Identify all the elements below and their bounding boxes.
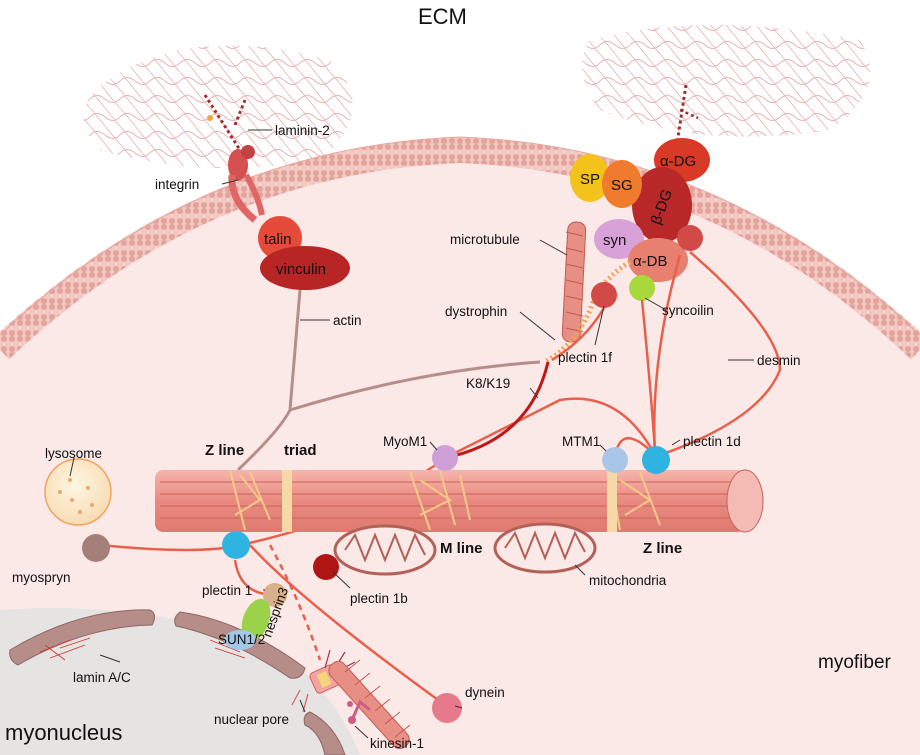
syn-shape: [594, 219, 644, 259]
ecm-mesh: [83, 25, 870, 169]
desmin-label: desmin: [757, 353, 801, 368]
alpha-db-label: α-DB: [633, 253, 668, 270]
dashed-link: [268, 544, 322, 661]
vinculin-shape: [260, 246, 350, 290]
myofibril: [155, 469, 764, 533]
actin-line: [236, 289, 541, 472]
z-line-right-label: Z line: [643, 540, 682, 557]
desmin-node: [677, 225, 703, 251]
sg-shape: [602, 160, 642, 208]
mtm1-node: [602, 447, 628, 473]
mtm1-label: MTM1: [562, 434, 600, 449]
sp-shape: [570, 154, 610, 202]
cytoplasm: [0, 160, 920, 755]
mitochondrion-right: [493, 522, 597, 574]
dynein-label: dynein: [465, 685, 505, 700]
mitochondria-label: mitochondria: [589, 573, 667, 588]
plectin-1f-node: [591, 282, 617, 308]
plectin-1f-label: plectin 1f: [558, 350, 612, 365]
pointer-lines: [69, 129, 754, 739]
integrin-shape: [228, 145, 265, 223]
nuclear-pore-label: nuclear pore: [214, 712, 289, 727]
mitochondrion-left: [333, 524, 437, 576]
sarcolemma-outline: [0, 136, 920, 336]
plectin-cyan-node: [222, 531, 250, 559]
sun12-label: SUN1/2: [218, 632, 265, 647]
m-line-label: M line: [440, 540, 483, 557]
sun12-shape: [224, 630, 256, 650]
actin-label: actin: [333, 313, 362, 328]
myom1-label: MyoM1: [383, 434, 427, 449]
lysosome-label: lysosome: [45, 446, 102, 461]
lysosome-dots: [58, 478, 94, 514]
sarcolemma: [0, 136, 920, 360]
beta-dg-shape: [632, 167, 692, 243]
kinesin-1-label: kinesin-1: [370, 736, 424, 751]
myofiber-title: myofiber: [818, 652, 892, 673]
microtubule-label: microtubule: [450, 232, 520, 247]
kinesin-shape: [347, 699, 371, 724]
sg-label: SG: [611, 177, 633, 194]
myom1-node: [432, 445, 458, 471]
plectin-1b-label: plectin 1b: [350, 591, 408, 606]
lysosome-shape: [44, 458, 112, 526]
ecm-title: ECM: [418, 4, 467, 29]
plectin-1b-node: [313, 554, 339, 580]
k8k19-label: K8/K19: [466, 376, 510, 391]
myospryn-label: myospryn: [12, 570, 71, 585]
myospryn-node: [82, 534, 110, 562]
sp-label: SP: [580, 171, 600, 188]
vinculin-label: vinculin: [276, 261, 326, 278]
linker-lines: [99, 251, 782, 707]
myonucleus-title: myonucleus: [5, 720, 122, 745]
alpha-dg-label: α-DG: [660, 153, 696, 170]
dynein-node: [432, 693, 462, 723]
z-line-left-label: Z line: [205, 442, 244, 459]
laminin-2-shape: [203, 94, 247, 151]
k8k19-line: [444, 361, 550, 460]
nucleus: [0, 608, 360, 755]
microtubule-bottom: [328, 659, 411, 750]
nesprin3-shape: [241, 598, 271, 642]
syncoilin-shape: [629, 275, 655, 301]
integrin-label: integrin: [155, 177, 199, 192]
plectin-1d-node: [642, 446, 670, 474]
plectin-1-node: [263, 583, 287, 607]
dystrophin-label: dystrophin: [445, 304, 507, 319]
syncoilin-label: syncoilin: [662, 303, 714, 318]
plectin-1-label: plectin 1: [202, 583, 252, 598]
syn-label: syn: [603, 232, 626, 249]
alpha-db-shape: [628, 238, 688, 282]
laminin-2-label: laminin-2: [275, 123, 330, 138]
plectin-1d-label: plectin 1d: [683, 434, 741, 449]
talin-label: talin: [264, 231, 292, 248]
triad-label: triad: [284, 442, 317, 459]
lamin-ac-label: lamin A/C: [73, 670, 131, 685]
